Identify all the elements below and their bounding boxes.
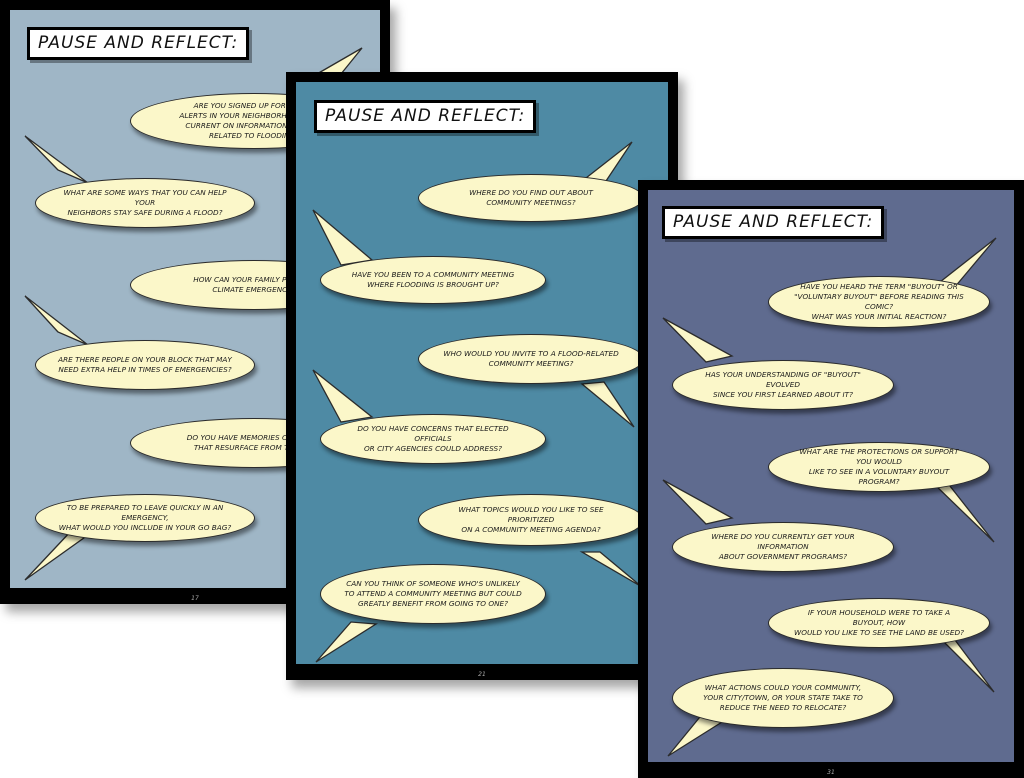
speech-bubble: DO YOU HAVE CONCERNS THAT ELECTED OFFICI… xyxy=(320,414,546,464)
page-title: PAUSE AND REFLECT: xyxy=(662,206,885,239)
speech-bubble: WHAT ARE THE PROTECTIONS OR SUPPORT YOU … xyxy=(768,442,990,492)
speech-bubble: ARE THERE PEOPLE ON YOUR BLOCK THAT MAY … xyxy=(35,340,255,390)
speech-bubble-tails xyxy=(312,141,643,663)
speech-bubble: WHAT ARE SOME WAYS THAT YOU CAN HELP YOU… xyxy=(35,178,255,228)
speech-bubble: WHAT TOPICS WOULD YOU LIKE TO SEE PRIORI… xyxy=(418,494,644,546)
page-number: 31 xyxy=(827,769,835,776)
speech-bubble: WHERE DO YOU FIND OUT ABOUT COMMUNITY ME… xyxy=(418,174,644,222)
speech-bubble: WHERE DO YOU CURRENTLY GET YOUR INFORMAT… xyxy=(672,522,894,572)
speech-bubble: TO BE PREPARED TO LEAVE QUICKLY IN AN EM… xyxy=(35,494,255,542)
page-title: PAUSE AND REFLECT: xyxy=(27,27,250,60)
page-number: 17 xyxy=(191,595,199,602)
comic-page-31: HAVE YOU HEARD THE TERM "BUYOUT" OR "VOL… xyxy=(638,180,1024,778)
speech-bubble: IF YOUR HOUSEHOLD WERE TO TAKE A BUYOUT,… xyxy=(768,598,990,648)
comic-panel: WHERE DO YOU FIND OUT ABOUT COMMUNITY ME… xyxy=(296,82,668,664)
comic-page-21: WHERE DO YOU FIND OUT ABOUT COMMUNITY ME… xyxy=(286,72,678,680)
speech-bubble-tails xyxy=(662,237,997,757)
speech-bubble: WHO WOULD YOU INVITE TO A FLOOD-RELATED … xyxy=(418,334,644,384)
page-title: PAUSE AND REFLECT: xyxy=(314,100,537,133)
speech-bubble: HAVE YOU HEARD THE TERM "BUYOUT" OR "VOL… xyxy=(768,276,990,328)
page-number: 21 xyxy=(478,671,486,678)
speech-bubble: HAVE YOU BEEN TO A COMMUNITY MEETING WHE… xyxy=(320,256,546,304)
speech-bubble: WHAT ACTIONS COULD YOUR COMMUNITY, YOUR … xyxy=(672,668,894,728)
speech-bubble: CAN YOU THINK OF SOMEONE WHO'S UNLIKELY … xyxy=(320,564,546,624)
comic-panel: HAVE YOU HEARD THE TERM "BUYOUT" OR "VOL… xyxy=(648,190,1014,762)
speech-bubble: HAS YOUR UNDERSTANDING OF "BUYOUT" EVOLV… xyxy=(672,360,894,410)
